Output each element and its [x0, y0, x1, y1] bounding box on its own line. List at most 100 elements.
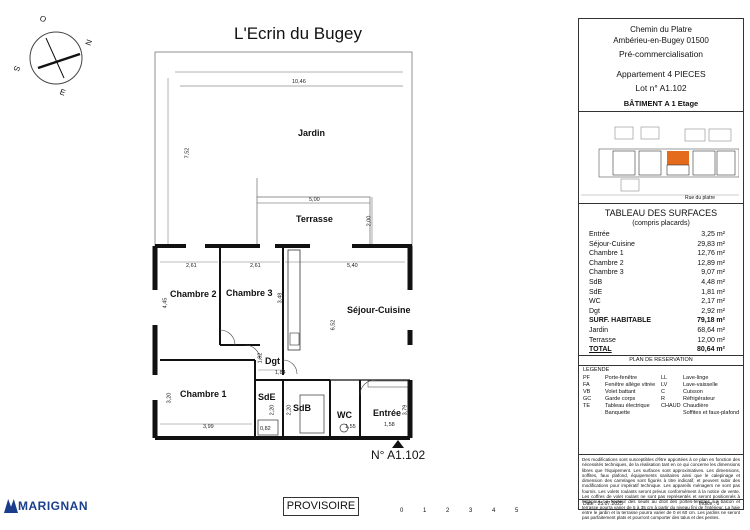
dim-320: 3,20 — [166, 392, 173, 404]
legend-label: Lave-vaisselle — [683, 382, 718, 388]
site-map-icon — [581, 126, 740, 196]
provisoire-stamp: PROVISOIRE — [283, 497, 359, 516]
location-map: Rue du platre — [581, 115, 740, 203]
surface-name: TOTAL — [589, 346, 612, 354]
room-sejour: Séjour-Cuisine — [347, 305, 411, 315]
legend-item: LV Lave-vaisselle — [661, 382, 741, 389]
dim-184: 1,84 — [275, 370, 286, 376]
surface-value: 4,48 m² — [701, 279, 725, 286]
surface-value: 79,18 m² — [696, 317, 725, 325]
room-jardin: Jardin — [298, 128, 326, 138]
lot-number: Lot n° A1.102 — [635, 83, 687, 93]
floor-plan — [152, 51, 413, 448]
surface-name: SdB — [589, 279, 603, 286]
plan-reservation-label: PLAN DE RESERVATION — [629, 357, 693, 363]
surface-value: 2,92 m² — [701, 307, 725, 315]
disclaimer-notes: Des modifications sont susceptibles d'êt… — [582, 457, 740, 521]
legend-code: C — [661, 389, 665, 395]
legend-label: Soffites et faux-plafond — [683, 410, 740, 416]
legend-code: LV — [661, 382, 668, 388]
scale-tick: 1 — [423, 508, 427, 514]
scale-tick: 4 — [492, 508, 496, 514]
dim-082: 0,82 — [260, 426, 271, 432]
surface-row: Chambre 1 12,76 m² — [589, 250, 739, 260]
dim-399: 3,99 — [203, 424, 214, 430]
legend-item: FA Fenêtre allège vitrée — [583, 382, 663, 389]
date-label: Date : 25.07.2025 — [583, 501, 623, 507]
legend-label: Fenêtre allège vitrée — [605, 382, 656, 388]
brand-logo: MARIGNAN — [4, 496, 114, 520]
room-dgt: Dgt — [265, 356, 280, 366]
legend-code: PF — [583, 375, 591, 381]
legend-item: Soffites et faux-plafond — [661, 410, 741, 417]
legend-title: LEGENDE — [583, 367, 610, 373]
scale-bar: 0 1 2 3 4 5 — [400, 508, 530, 518]
room-entree: Entrée — [373, 408, 402, 418]
dim-348: 3,48 — [277, 292, 284, 304]
legend-label: Volet battant — [605, 389, 636, 395]
legend-item: Banquette — [583, 410, 663, 417]
surface-value: 9,07 m² — [701, 269, 725, 277]
room-terrasse: Terrasse — [296, 214, 333, 224]
legend-code: TE — [583, 403, 591, 409]
brand-name: MARIGNAN — [18, 499, 88, 513]
legend-item: GC Garde corps — [583, 396, 663, 403]
surface-value: 12,76 m² — [697, 250, 725, 258]
dim-540: 5,40 — [347, 263, 358, 269]
scale-tick: 3 — [469, 508, 473, 514]
compass: N E S O — [8, 13, 108, 98]
dim-jardin-width: 10,46 — [292, 79, 306, 85]
surface-name: Terrasse — [589, 336, 616, 344]
compass-icon — [29, 31, 83, 85]
surface-value: 1,81 m² — [701, 288, 725, 296]
legend-label: Garde corps — [605, 396, 636, 402]
dim-158: 1,58 — [384, 422, 395, 428]
surfaces-title: TABLEAU DES SURFACES — [604, 208, 718, 218]
surfaces-subtitle: (compris placards) — [632, 220, 690, 227]
dim-445: 4,45 — [162, 297, 169, 309]
surface-value: 12,89 m² — [697, 259, 725, 267]
legend-item: TE Tableau électrique — [583, 403, 663, 410]
apartment-type: Appartement 4 PIECES — [616, 69, 706, 79]
legend-label: Tableau électrique — [605, 403, 650, 409]
surface-value: 2,17 m² — [701, 298, 725, 306]
entrance-arrow — [392, 440, 404, 448]
surface-name: Chambre 1 — [589, 250, 624, 258]
jardin-outline — [154, 51, 413, 247]
surface-name: Dgt — [589, 307, 600, 315]
dim-terrasse-width: 5,00 — [309, 197, 320, 203]
address-line2: Ambérieu-en-Bugey 01500 — [613, 36, 709, 45]
legend-code: VB — [583, 389, 591, 395]
surface-value: 68,64 m² — [697, 327, 725, 334]
surface-name: SdE — [589, 288, 603, 296]
dim-261a: 2,61 — [186, 263, 197, 269]
surface-name: Chambre 2 — [589, 259, 624, 267]
legend-code: GC — [583, 396, 592, 402]
legend-label: Cuisson — [683, 389, 703, 395]
legend-item: C Cuisson — [661, 389, 741, 396]
surface-name: SURF. HABITABLE — [589, 317, 652, 325]
surface-row: Chambre 2 12,89 m² — [589, 260, 739, 270]
legend-item: VB Volet battant — [583, 389, 663, 396]
title-block: Chemin du Platre Ambérieu-en-Bugey 01500… — [578, 18, 744, 520]
surface-value: 29,83 m² — [697, 240, 725, 248]
surface-name: Entrée — [589, 231, 610, 238]
scale-tick: 2 — [446, 508, 450, 514]
legend-code: LL — [661, 375, 668, 381]
room-sde: SdE — [258, 392, 276, 402]
dim-652: 6,52 — [330, 319, 337, 331]
dim-220a: 2,20 — [269, 404, 276, 416]
legend-label: Chaudière — [683, 403, 709, 409]
room-sdb: SdB — [293, 403, 311, 413]
legend-code: FA — [583, 382, 590, 388]
dim-220b: 2,20 — [286, 404, 293, 416]
room-chambre3: Chambre 3 — [226, 288, 273, 298]
